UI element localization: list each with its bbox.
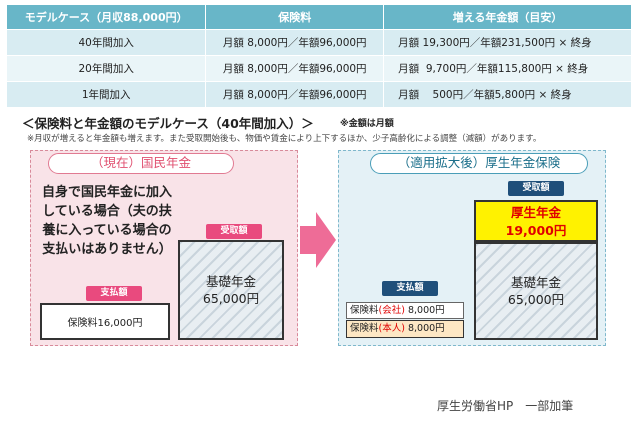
cell-premium: 月額 8,000円／年額96,000円 xyxy=(205,81,385,108)
right-payment-badge: 支払額 xyxy=(382,281,438,296)
section-title: ＜保険料と年金額のモデルケース（40年間加入）＞ xyxy=(22,116,314,131)
company-premium-value: 8,000円 xyxy=(407,305,445,316)
cell-premium: 月額 8,000円／年額96,000円 xyxy=(205,55,385,82)
right-basic-pension-value: 65,000円 xyxy=(507,292,565,307)
employee-pension-label: 厚生年金 xyxy=(510,205,561,220)
left-receive-badge: 受取額 xyxy=(206,224,262,239)
cell-case: 20年間加入 xyxy=(5,55,207,82)
section-note: ※金額は月額 xyxy=(340,119,394,129)
table-row: 1年間加入 月額 8,000円／年額96,000円 月額 500円／年額5,80… xyxy=(5,81,632,108)
header-premium: 保険料 xyxy=(205,4,385,30)
left-premium-box: 保険料16,000円 xyxy=(40,303,170,340)
right-receive-badge: 受取額 xyxy=(508,181,564,196)
employee-pension-value: 19,000円 xyxy=(505,223,567,238)
right-basic-pension-box: 基礎年金 65,000円 xyxy=(474,242,598,340)
current-pension-title: （現在）国民年金 xyxy=(48,153,234,174)
header-model-case: モデルケース（月収88,000円） xyxy=(5,4,207,30)
right-arrow-icon xyxy=(300,212,336,268)
table-header-row: モデルケース（月収88,000円） 保険料 増える年金額（目安） xyxy=(5,4,632,30)
header-increase: 増える年金額（目安） xyxy=(383,4,632,30)
company-premium-prefix: 保険料 xyxy=(350,305,379,316)
expanded-pension-title: （適用拡大後）厚生年金保険 xyxy=(370,153,588,174)
table-row: 40年間加入 月額 8,000円／年額96,000円 月額 19,300円／年額… xyxy=(5,29,632,56)
section-subnote: ※月収が増えると年金額も増えます。また受取開始後も、物価や賃金により上下するほか… xyxy=(27,134,542,144)
current-pension-description: 自身で国民年金に加入している場合（夫の扶養に入っている場合の支払いはありません） xyxy=(42,185,173,257)
company-premium-box: 保険料(会社) 8,000円 xyxy=(346,302,464,319)
cell-case: 1年間加入 xyxy=(5,81,207,108)
left-basic-pension-value: 65,000円 xyxy=(202,291,260,306)
table-row: 20年間加入 月額 8,000円／年額96,000円 月額 9,700円／年額1… xyxy=(5,55,632,82)
source-credit: 厚生労働省HP 一部加筆 xyxy=(437,399,574,413)
cell-premium: 月額 8,000円／年額96,000円 xyxy=(205,29,385,56)
cell-increase: 月額 19,300円／年額231,500円 × 終身 xyxy=(383,29,632,56)
self-premium-box: 保険料(本人) 8,000円 xyxy=(346,320,464,338)
right-basic-pension-label: 基礎年金 xyxy=(510,275,561,290)
self-premium-prefix: 保険料 xyxy=(350,323,379,334)
left-basic-pension-label: 基礎年金 xyxy=(205,274,256,289)
left-basic-pension-box: 基礎年金 65,000円 xyxy=(178,240,284,340)
employee-pension-box: 厚生年金 19,000円 xyxy=(474,200,598,242)
cell-increase: 月額 9,700円／年額115,800円 × 終身 xyxy=(383,55,632,82)
self-premium-who: (本人) xyxy=(378,323,405,334)
company-premium-who: (会社) xyxy=(378,305,405,316)
cell-increase: 月額 500円／年額5,800円 × 終身 xyxy=(383,81,632,108)
pension-table: モデルケース（月収88,000円） 保険料 増える年金額（目安） 40年間加入 … xyxy=(5,4,632,108)
left-payment-badge: 支払額 xyxy=(86,286,142,301)
self-premium-value: 8,000円 xyxy=(407,323,445,334)
cell-case: 40年間加入 xyxy=(5,29,207,56)
